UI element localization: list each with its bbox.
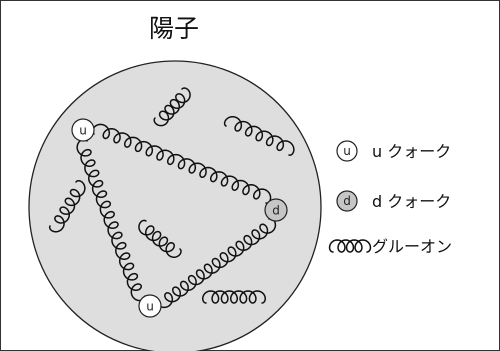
proton-body <box>28 60 322 351</box>
legend-up-quark-symbol: u <box>343 144 351 158</box>
legend-gluon: グルーオン <box>328 237 452 256</box>
legend-gluon-label: グルーオン <box>372 237 452 256</box>
quark-label: u <box>79 124 87 138</box>
free-gluon-left <box>48 179 86 233</box>
quark-label: d <box>272 204 280 218</box>
free-gluon-bottom-right <box>201 290 267 304</box>
gluon-layer <box>48 87 295 309</box>
gluon-u-to-u <box>76 138 146 302</box>
legend-up-quark-label: u クォーク <box>372 142 451 161</box>
quark-u-top-left: u <box>71 118 95 142</box>
free-gluon-top-right <box>223 115 295 156</box>
quark-u-bottom: u <box>138 294 162 318</box>
legend-gluon-coil-path <box>328 239 372 253</box>
quark-d-right: d <box>264 198 288 222</box>
legend: u u クォーク d d クォーク グルーオン <box>328 140 452 256</box>
gluon-u-to-d <box>91 123 272 204</box>
gluon-d-to-u <box>156 217 277 309</box>
legend-down-quark: d d クォーク <box>336 190 451 212</box>
free-gluon-center <box>138 219 182 258</box>
quark-label: u <box>146 300 154 314</box>
gluon-coil-icon <box>328 239 372 253</box>
diagram-title: 陽子 <box>149 14 199 43</box>
legend-down-quark-symbol: d <box>343 194 351 208</box>
free-gluon-top <box>153 87 191 127</box>
legend-down-quark-label: d クォーク <box>372 192 451 211</box>
legend-up-quark: u u クォーク <box>336 140 451 162</box>
